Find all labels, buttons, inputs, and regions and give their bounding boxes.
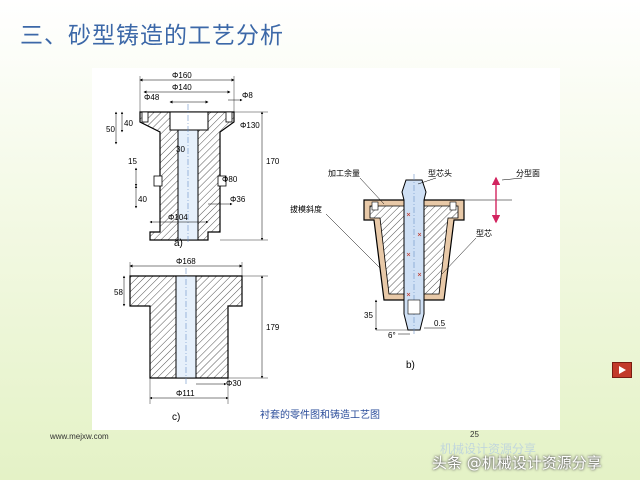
dim-h58: 58	[114, 288, 123, 297]
part-a-drawing: Φ160 Φ140 Φ48 Φ8 Φ130 Φ80 Φ36 Φ104 50 40…	[106, 71, 280, 249]
watermark-ghost: 机械设计资源分享	[440, 442, 537, 456]
dim-d36: Φ36	[230, 195, 246, 204]
callout-core-print: 型芯头	[428, 168, 452, 178]
dim-d48: Φ48	[144, 93, 160, 102]
part-c-label: c)	[172, 412, 180, 423]
callout-draft: 拔模斜度	[290, 204, 322, 214]
part-a-label: a)	[174, 238, 183, 249]
dim-d80: Φ80	[222, 175, 238, 184]
footer-url: www.mejxw.com	[50, 432, 109, 441]
dim-h40: 40	[124, 119, 133, 128]
slide-title: 三、砂型铸造的工艺分析	[20, 23, 284, 49]
dim-h15: 15	[128, 157, 137, 166]
dim-h170: 170	[266, 157, 280, 166]
dim-d130: Φ130	[240, 121, 260, 130]
dim-t05: 0.5	[434, 319, 446, 328]
dim-d30: Φ30	[226, 379, 242, 388]
part-b-label: b)	[406, 360, 415, 371]
callout-core: 型芯	[476, 228, 492, 238]
part-c-drawing: Φ168 58 179 Φ30 Φ111 c)	[114, 257, 280, 423]
dim-d104: Φ104	[168, 213, 188, 222]
page-number: 25	[470, 430, 479, 439]
dim-h40b: 40	[138, 195, 147, 204]
watermark: 头条 @机械设计资源分享	[432, 454, 602, 472]
play-triangle-icon	[619, 366, 626, 374]
figure-caption: 衬套的零件图和铸造工艺图	[260, 408, 380, 421]
dim-d8: Φ8	[242, 91, 253, 100]
next-slide-button[interactable]	[612, 362, 632, 378]
dim-d168: Φ168	[176, 257, 196, 266]
dim-d111: Φ111	[176, 389, 195, 398]
callout-allowance: 加工余量	[328, 168, 360, 178]
figure-panel: Φ160 Φ140 Φ48 Φ8 Φ130 Φ80 Φ36 Φ104 50 40…	[92, 68, 560, 430]
dim-h35: 35	[364, 311, 373, 320]
dim-d160: Φ160	[172, 71, 192, 80]
part-b-drawing: 加工余量 型芯头 分型面 拔模斜度 型芯 35 6° 0.5 b)	[290, 168, 540, 371]
figure-drawing: Φ160 Φ140 Φ48 Φ8 Φ130 Φ80 Φ36 Φ104 50 40…	[106, 71, 540, 423]
callout-parting-plane: 分型面	[516, 169, 540, 178]
dim-d140: Φ140	[172, 83, 192, 92]
dim-angle6: 6°	[388, 331, 396, 340]
dim-h179: 179	[266, 323, 280, 332]
dim-h50: 50	[106, 125, 115, 134]
dim-h30: 30	[176, 145, 185, 154]
